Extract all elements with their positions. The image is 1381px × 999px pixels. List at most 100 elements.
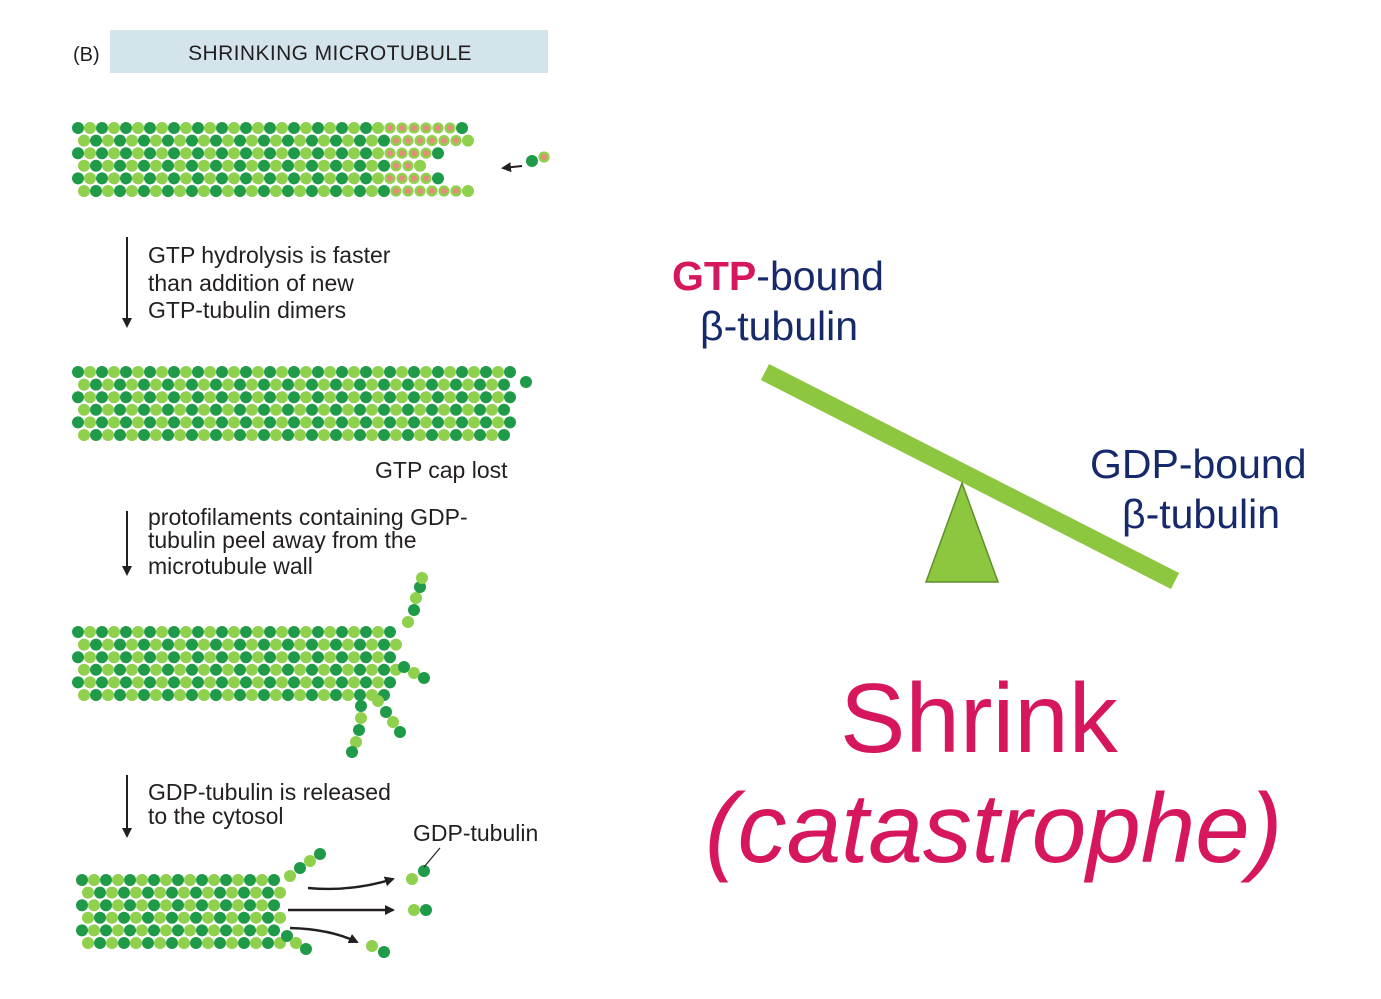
tubulin-subunit xyxy=(420,391,432,404)
tubulin-subunit xyxy=(162,378,174,391)
tubulin-subunit xyxy=(258,185,270,197)
tubulin-subunit xyxy=(414,378,426,391)
tubulin-subunit xyxy=(360,366,372,378)
tubulin-subunit xyxy=(450,403,462,416)
tubulin-subunit xyxy=(174,134,186,147)
tubulin-subunit xyxy=(126,689,138,701)
tubulin-subunit xyxy=(520,376,532,388)
tubulin-subunit xyxy=(240,172,252,185)
tubulin-subunit xyxy=(288,416,300,429)
tubulin-subunit xyxy=(226,937,238,949)
tubulin-subunit xyxy=(96,416,108,429)
gtp-tubulin-subunit xyxy=(420,147,432,159)
tubulin-subunit xyxy=(312,651,324,664)
tubulin-subunit xyxy=(132,626,144,638)
tubulin-subunit xyxy=(156,147,168,160)
tubulin-subunit xyxy=(324,651,336,664)
tubulin-subunit xyxy=(264,122,276,134)
tubulin-subunit xyxy=(270,638,282,651)
tubulin-subunit xyxy=(174,689,186,701)
tubulin-subunit xyxy=(486,403,498,416)
tubulin-subunit xyxy=(102,159,114,172)
tubulin-subunit xyxy=(210,663,222,676)
tubulin-subunit xyxy=(288,122,300,134)
tubulin-subunit xyxy=(198,429,210,441)
tubulin-subunit xyxy=(348,366,360,378)
tubulin-subunit xyxy=(288,366,300,378)
tubulin-subunit xyxy=(252,626,264,638)
tubulin-subunit xyxy=(198,638,210,651)
tubulin-subunit xyxy=(168,366,180,378)
gtp-tubulin-subunit xyxy=(390,135,402,147)
tubulin-subunit xyxy=(160,924,172,937)
gtp-tubulin-subunit xyxy=(438,185,450,197)
tubulin-subunit xyxy=(290,937,302,949)
tubulin-subunit xyxy=(184,874,196,886)
step-2-line-1: protofilaments containing GDP- xyxy=(148,504,468,530)
gtp-tubulin-subunit xyxy=(408,122,420,134)
tubulin-subunit xyxy=(240,391,252,404)
gtp-tubulin-subunit xyxy=(402,160,414,172)
gtp-word: GTP xyxy=(672,253,756,299)
tubulin-subunit xyxy=(282,185,294,197)
tubulin-subunit xyxy=(390,429,402,441)
tubulin-subunit xyxy=(294,689,306,701)
tubulin-subunit xyxy=(132,391,144,404)
tubulin-subunit xyxy=(72,122,84,134)
tubulin-subunit xyxy=(330,429,342,441)
tubulin-subunit xyxy=(162,185,174,197)
tubulin-subunit xyxy=(166,937,178,949)
tubulin-subunit xyxy=(276,366,288,378)
tubulin-subunit xyxy=(486,378,498,391)
tubulin-subunit xyxy=(336,626,348,638)
tubulin-subunit xyxy=(172,924,184,937)
tubulin-subunit xyxy=(108,676,120,689)
tubulin-subunit xyxy=(456,416,468,429)
tubulin-subunit xyxy=(96,147,108,160)
tubulin-subunit xyxy=(150,378,162,391)
tubulin-subunit xyxy=(222,638,234,651)
tubulin-subunit xyxy=(264,651,276,664)
tubulin-subunit xyxy=(102,403,114,416)
tubulin-subunit xyxy=(126,185,138,197)
tubulin-subunit xyxy=(84,366,96,378)
tubulin-subunit xyxy=(178,937,190,949)
tubulin-subunit xyxy=(222,689,234,701)
tubulin-subunit xyxy=(78,689,90,701)
tubulin-subunit xyxy=(294,159,306,172)
tubulin-subunit xyxy=(330,159,342,172)
tubulin-subunit xyxy=(78,378,90,391)
tubulin-subunit xyxy=(222,134,234,147)
tubulin-subunit xyxy=(354,638,366,651)
tubulin-subunit xyxy=(282,378,294,391)
tubulin-subunit xyxy=(300,147,312,160)
tubulin-subunit xyxy=(90,403,102,416)
tubulin-subunit xyxy=(294,638,306,651)
tubulin-subunit xyxy=(330,663,342,676)
tubulin-subunit xyxy=(118,937,130,949)
tubulin-subunit xyxy=(84,416,96,429)
tubulin-subunit xyxy=(186,663,198,676)
gtp-tubulin-subunit xyxy=(450,185,462,197)
tubulin-subunit xyxy=(276,122,288,134)
tubulin-subunit xyxy=(372,391,384,404)
tubulin-subunit xyxy=(228,172,240,185)
tubulin-subunit xyxy=(138,134,150,147)
gtp-tubulin-subunit xyxy=(390,160,402,172)
tubulin-subunit xyxy=(112,874,124,886)
tubulin-subunit xyxy=(94,911,106,924)
tubulin-subunit xyxy=(168,626,180,638)
tubulin-subunit xyxy=(150,663,162,676)
tubulin-subunit xyxy=(312,416,324,429)
tubulin-subunit xyxy=(402,429,414,441)
tubulin-subunit xyxy=(90,378,102,391)
tubulin-subunit xyxy=(246,134,258,147)
tubulin-subunit xyxy=(318,638,330,651)
tubulin-subunit xyxy=(120,626,132,638)
tubulin-subunit xyxy=(324,172,336,185)
tubulin-subunit xyxy=(216,122,228,134)
tubulin-subunit xyxy=(468,366,480,378)
tubulin-subunit xyxy=(330,134,342,147)
gtp-tubulin-subunit xyxy=(408,172,420,184)
tubulin-subunit xyxy=(226,886,238,899)
